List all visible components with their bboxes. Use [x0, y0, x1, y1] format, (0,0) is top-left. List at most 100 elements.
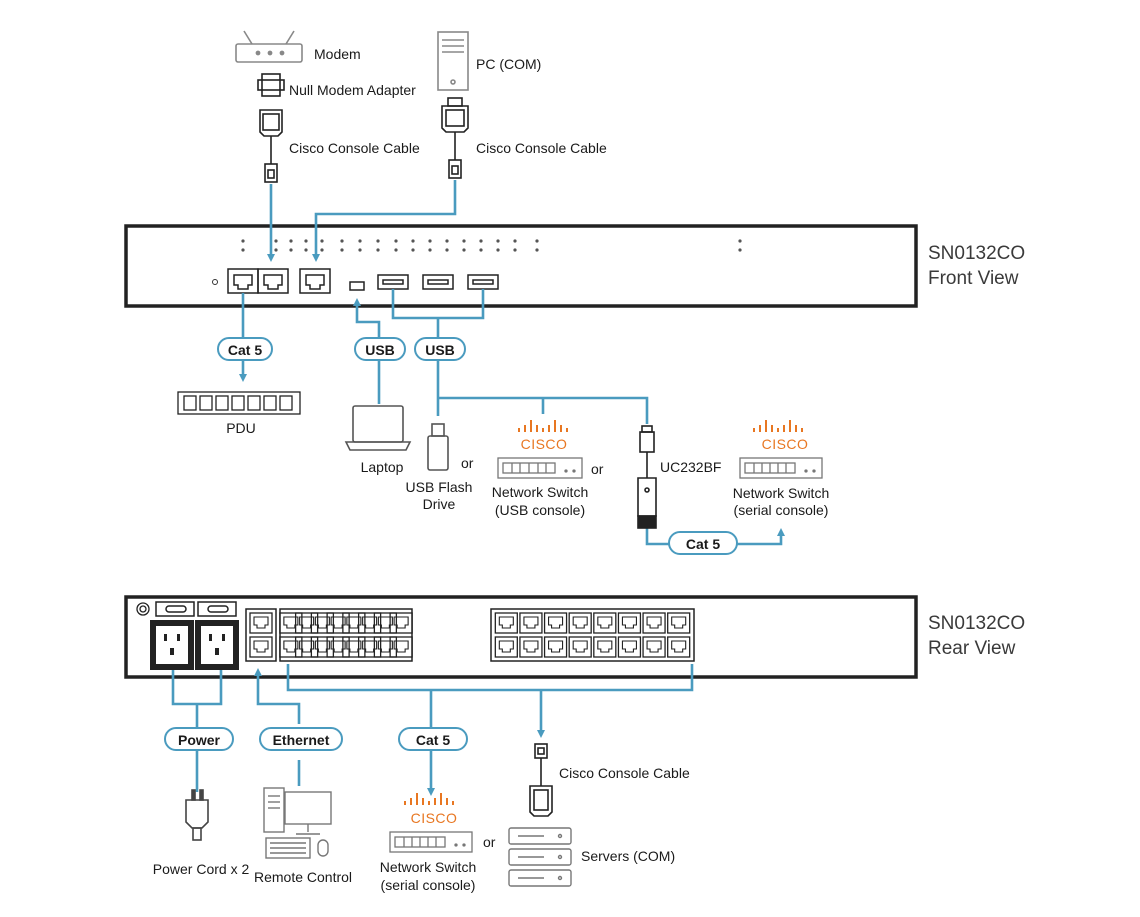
rear-serial-port [519, 612, 543, 634]
cat5-rear-pill: Cat 5 [398, 727, 468, 751]
rear-serial-port [342, 612, 366, 634]
rear-port-socket [253, 616, 269, 629]
switch-serial-rear-label-1: Network Switch [379, 859, 477, 875]
rear-serial-bank [490, 608, 695, 662]
rear-port-socket [299, 640, 315, 653]
rear-serial-port [279, 612, 303, 634]
front-chassis [124, 224, 918, 308]
power-cord-icon [185, 789, 209, 841]
rear-serial-port [389, 636, 413, 658]
rear-serial-port [519, 636, 543, 658]
rear-serial-port [326, 636, 350, 658]
rear-serial-port [373, 636, 398, 658]
rear-serial-port [389, 612, 413, 634]
rear-serial-port [357, 636, 382, 658]
rear-port-socket [377, 616, 393, 629]
or-label-rear: or [483, 834, 496, 850]
rear-serial-port [642, 636, 666, 658]
front-led-dots [241, 239, 742, 252]
rear-serial-port [593, 636, 617, 658]
null-modem-adapter-icon [257, 73, 285, 97]
rear-lan-bank [245, 608, 277, 662]
remote-control-label: Remote Control [253, 869, 353, 885]
laptop-icon [344, 405, 412, 451]
rear-port-socket [283, 616, 299, 629]
console-cable-1-label: Cisco Console Cable [289, 140, 420, 156]
power-inlets [150, 620, 239, 670]
rear-serial-port [373, 612, 398, 634]
usb-flash-drive-icon [427, 423, 449, 471]
uc232bf-adapter-icon [637, 425, 657, 529]
power-cord-label: Power Cord x 2 [152, 861, 250, 877]
usb-flash-label-2: Drive [422, 496, 456, 512]
network-switch-serial-rear-icon [389, 831, 473, 853]
rear-port-socket [523, 640, 539, 653]
rear-port-socket [572, 616, 588, 629]
rear-serial-port [543, 636, 568, 658]
rear-port-socket [330, 640, 346, 653]
cisco-logo-bars-2 [753, 420, 803, 432]
rear-title-model: SN0132CO [928, 613, 1026, 634]
cisco-wordmark-1: CISCO [520, 436, 568, 452]
rear-port-socket [314, 616, 330, 629]
rear-serial-port [294, 612, 319, 634]
rear-serial-port [667, 612, 691, 634]
servers-icon [508, 827, 572, 887]
rear-lan-port [249, 636, 273, 658]
rear-port-socket [283, 640, 299, 653]
switch-usb-label-1: Network Switch [491, 484, 589, 500]
or-label-1: or [461, 455, 474, 471]
console-cable-rear-icon [529, 743, 553, 817]
rear-serial-port [326, 612, 350, 634]
console-cable-1-icon [259, 109, 283, 183]
rear-port-socket [393, 640, 409, 653]
rear-port-socket [548, 616, 564, 629]
front-title-model: SN0132CO [928, 243, 1026, 264]
network-switch-usb-icon [497, 457, 583, 479]
switch-usb-label-2: (USB console) [494, 502, 586, 518]
rear-port-socket [299, 616, 315, 629]
cat5-uc232-pill: Cat 5 [668, 531, 738, 555]
null-modem-label: Null Modem Adapter [289, 82, 416, 98]
rear-serial-port [494, 612, 518, 634]
cisco-wordmark-3: CISCO [410, 810, 458, 826]
rear-port-socket [346, 616, 362, 629]
rear-title-view: Rear View [928, 638, 1016, 659]
rear-port-socket [362, 640, 378, 653]
cat5-pdu-pill: Cat 5 [217, 337, 273, 361]
servers-label: Servers (COM) [581, 848, 676, 864]
pc-icon [437, 31, 469, 91]
rear-serial-port [342, 636, 366, 658]
uc232bf-label: UC232BF [660, 459, 722, 475]
rear-port-socket [346, 640, 362, 653]
cisco-wordmark-2: CISCO [761, 436, 809, 452]
rear-port-socket [523, 616, 539, 629]
rear-port-socket [572, 640, 588, 653]
rear-port-socket [597, 616, 613, 629]
rear-port-socket [314, 640, 330, 653]
rear-port-socket [671, 640, 687, 653]
laptop-label: Laptop [360, 459, 404, 475]
front-title-view: Front View [928, 268, 1019, 289]
rear-serial-ports [245, 608, 695, 662]
rear-port-socket [597, 640, 613, 653]
rear-serial-port [543, 612, 568, 634]
switch-serial-front-label-2: (serial console) [733, 502, 829, 518]
rear-port-socket [621, 640, 637, 653]
power-pill: Power [164, 727, 234, 751]
rear-serial-port [310, 612, 335, 634]
rear-port-socket [253, 640, 269, 653]
rear-serial-port [593, 612, 617, 634]
rear-serial-port [642, 612, 666, 634]
switch-serial-rear-label-2: (serial console) [380, 877, 476, 893]
rear-port-socket [377, 640, 393, 653]
ethernet-pill: Ethernet [259, 727, 343, 751]
rear-serial-port [568, 612, 592, 634]
rear-serial-port [617, 636, 642, 658]
pc-label: PC (COM) [476, 56, 542, 72]
rear-serial-port [279, 636, 303, 658]
rear-port-socket [646, 616, 662, 629]
rear-port-socket [393, 616, 409, 629]
rear-lan-port [249, 612, 273, 634]
